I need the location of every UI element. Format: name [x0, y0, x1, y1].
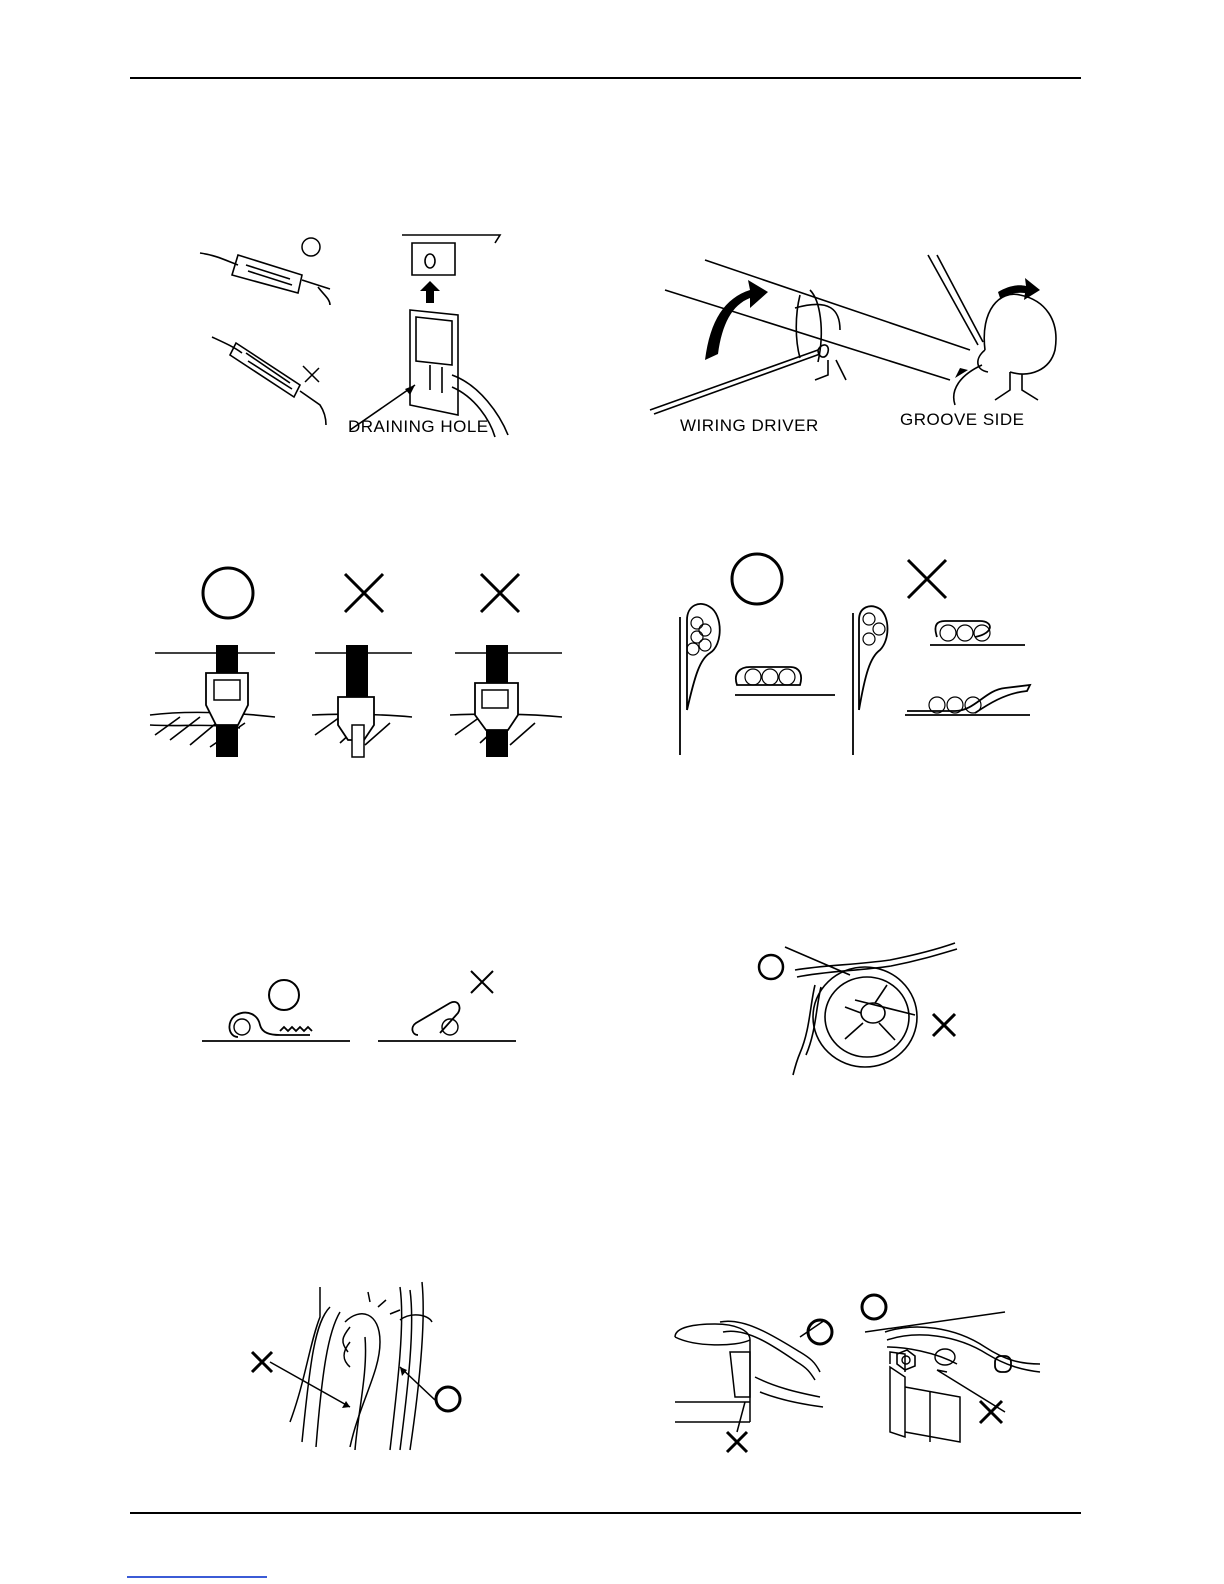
- cross-mark-icon: [978, 1399, 1004, 1425]
- footer-rule: [130, 1512, 1081, 1514]
- figure-bundle-clamp: [675, 545, 1045, 760]
- figure-connector-draining-hole: DRAINING HOLE: [190, 225, 510, 440]
- cross-mark-icon: [905, 557, 949, 601]
- wiring-driver-label: WIRING DRIVER: [680, 416, 819, 436]
- cross-mark-icon: [478, 571, 522, 615]
- circle-mark-icon: [757, 953, 785, 981]
- figure-harness-routing: [250, 1282, 480, 1452]
- circle-mark-icon: [267, 978, 301, 1012]
- connector-drawing: [190, 225, 510, 440]
- circle-mark-icon: [859, 1292, 889, 1322]
- harness-drawing: [250, 1282, 480, 1452]
- figure-wiring-driver: WIRING DRIVER GROOVE SIDE: [650, 250, 1070, 440]
- circle-mark-icon: [301, 237, 321, 257]
- cross-mark-icon: [469, 969, 495, 995]
- draining-hole-label: DRAINING HOLE: [348, 417, 489, 437]
- cross-mark-icon: [342, 571, 386, 615]
- circle-mark-icon: [200, 565, 256, 621]
- figure-tie-loop: [200, 965, 520, 1050]
- footer-link-underline[interactable]: [127, 1576, 267, 1578]
- figure-fan-clearance: [755, 935, 965, 1080]
- circle-mark-icon: [729, 551, 785, 607]
- fan-drawing: [755, 935, 965, 1080]
- cross-mark-icon: [725, 1430, 749, 1454]
- cross-mark-icon: [931, 1012, 957, 1038]
- header-rule: [130, 77, 1081, 79]
- cross-mark-icon: [250, 1350, 274, 1374]
- cross-mark-icon: [301, 364, 321, 384]
- groove-side-label: GROOVE SIDE: [900, 410, 1025, 430]
- figure-clamp-bolt-routing: [675, 1292, 1045, 1457]
- circle-mark-icon: [805, 1317, 835, 1347]
- figure-cable-tie-orientation: [150, 565, 565, 760]
- circle-mark-icon: [433, 1384, 463, 1414]
